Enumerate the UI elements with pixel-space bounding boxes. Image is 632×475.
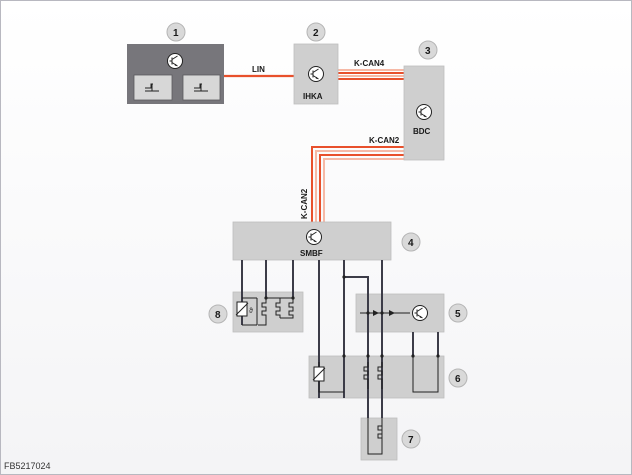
component-8-internals: ϑ <box>235 297 294 326</box>
k-can2-bus <box>311 146 404 222</box>
junction-dot <box>264 296 268 300</box>
number-badge-3: 3 <box>418 40 438 60</box>
svg-text:8: 8 <box>215 310 221 321</box>
component-label: SMBF <box>300 249 323 258</box>
svg-text:5: 5 <box>455 309 461 320</box>
component-label: BDC <box>413 127 431 136</box>
number-badge-7: 7 <box>401 429 421 449</box>
component-2-ihka: IHKA <box>293 43 339 105</box>
junction-dot <box>366 354 370 358</box>
number-badge-4: 4 <box>401 232 421 252</box>
transistor-icon <box>167 53 183 69</box>
transistor-icon <box>306 229 322 245</box>
junction-dot <box>380 354 384 358</box>
component-label: IHKA <box>303 92 323 101</box>
number-badge-5: 5 <box>448 303 468 323</box>
junction-dot <box>411 354 415 358</box>
heater-icon <box>258 298 267 326</box>
junction-dot <box>342 275 346 279</box>
svg-text:ϑ: ϑ <box>249 308 253 315</box>
arrow-icon <box>373 310 379 316</box>
component-6 <box>308 355 445 399</box>
transistor-icon <box>412 305 428 321</box>
arrow-icon <box>389 310 395 316</box>
junction-dot <box>436 354 440 358</box>
svg-text:6: 6 <box>455 374 461 385</box>
heater-icon <box>363 362 369 389</box>
k-can4-bus <box>338 69 404 80</box>
heater-icon <box>367 418 383 455</box>
svg-text:7: 7 <box>408 435 414 446</box>
k-can4-bus-label: K-CAN4 <box>354 59 385 68</box>
component-7-internals <box>367 418 383 455</box>
component-4-smbf: SMBF <box>232 221 392 261</box>
transistor-icon <box>416 104 432 120</box>
junction-dot <box>380 311 384 315</box>
svg-text:1: 1 <box>173 28 179 39</box>
junction-dot <box>342 354 346 358</box>
component-1 <box>127 44 224 104</box>
heater-icon <box>377 362 383 389</box>
svg-text:2: 2 <box>313 28 319 39</box>
heater-icon <box>275 298 281 318</box>
component-6-internals <box>312 356 439 393</box>
svg-text:4: 4 <box>408 238 414 249</box>
k-can2-bus-label: K-CAN2 <box>369 136 400 145</box>
k-can2-vertical-bus-label: K-CAN2 <box>300 188 309 219</box>
transistor-icon <box>308 66 324 82</box>
component-7 <box>360 417 398 461</box>
lin-bus-label: LIN <box>252 65 265 74</box>
button-icon <box>133 74 173 101</box>
number-badge-1: 1 <box>166 22 186 42</box>
number-badge-8: 8 <box>208 304 228 324</box>
wiring <box>241 260 439 418</box>
component-3-bdc: BDC <box>403 65 445 161</box>
figure-code: FB5217024 <box>4 461 51 471</box>
svg-text:3: 3 <box>425 46 431 57</box>
junction-dot <box>366 311 370 315</box>
junction-dot <box>291 296 295 300</box>
number-badge-2: 2 <box>306 22 326 42</box>
number-badge-6: 6 <box>448 368 468 388</box>
